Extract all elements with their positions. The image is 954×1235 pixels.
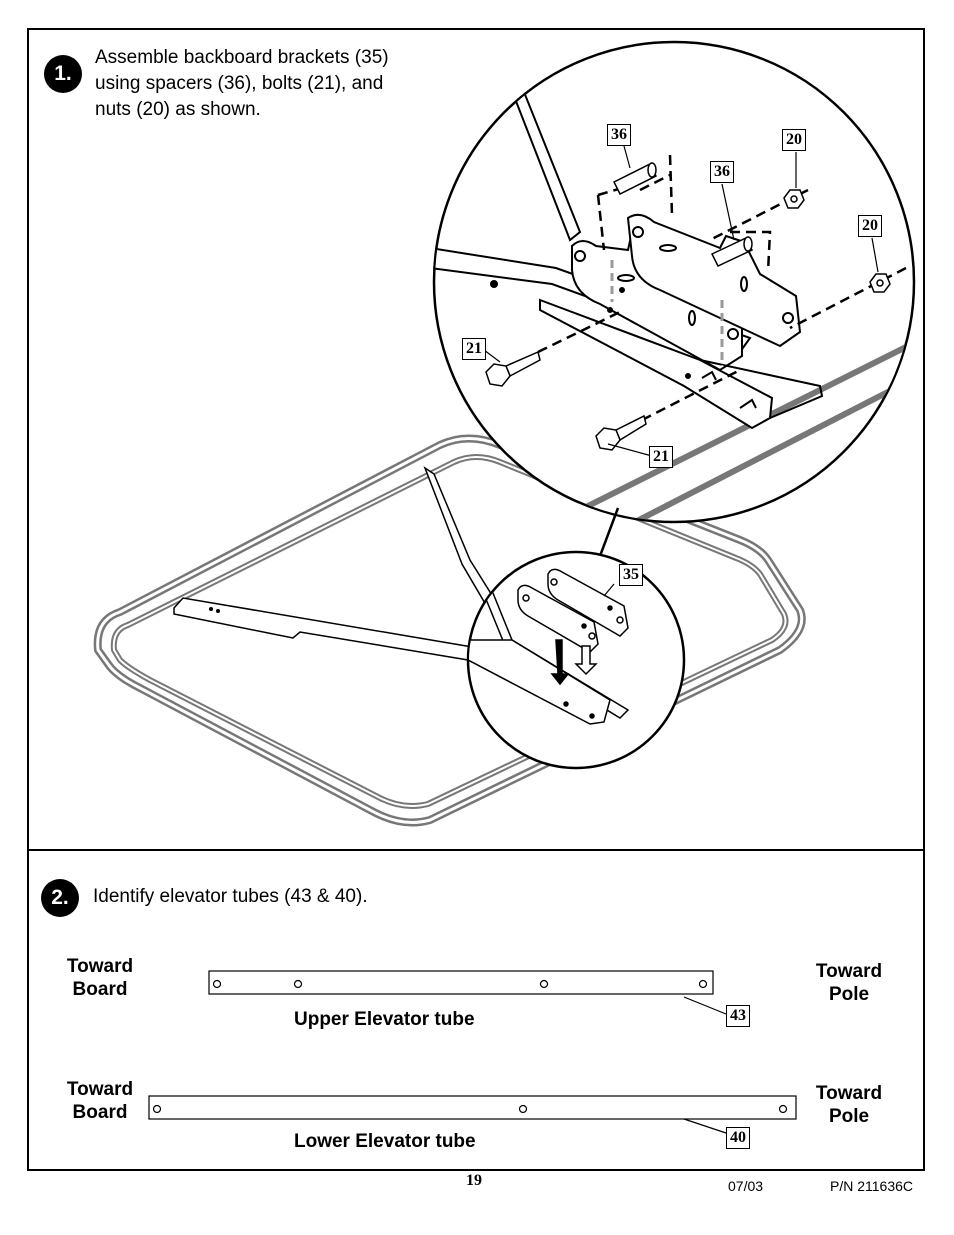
lower-elevator-tube-name: Lower Elevator tube [294,1131,476,1152]
step-1-line-1: Assemble backboard brackets (35) [95,47,389,68]
footer-part-number: P/N 211636C [830,1178,914,1194]
bolt-21-b [595,414,647,451]
step-1-badge: 1. [44,55,82,93]
callout-nut-20-a: 20 [782,129,806,151]
callout-spacer-36-b: 36 [710,161,734,183]
spacer-36-b [710,236,754,267]
callout-upper-tube-43: 43 [726,1005,750,1027]
step-1-illustration [93,40,916,827]
upper-right-label-line2: Pole [828,984,870,1005]
lower-tube-left-label: Toward Board [58,1078,142,1124]
spacer-36-a [612,162,658,196]
footer-date: 07/03 [728,1178,764,1194]
upper-tube-right-label: Toward Pole [806,960,892,1006]
upper-left-label-line2: Board [72,979,128,1000]
step-2-badge: 2. [41,879,79,917]
step-1-instructions: Assemble backboard brackets (35) using s… [95,45,389,123]
upper-right-label-line1: Toward [815,961,883,982]
callout-bolt-21-b: 21 [649,446,673,468]
step-2-panel [27,849,925,1171]
bolt-21-a [485,350,541,387]
step-1-line-3: nuts (20) as shown. [95,99,261,120]
lower-right-label-line1: Toward [815,1083,883,1104]
upper-elevator-tube-name: Upper Elevator tube [294,1009,475,1030]
step-1-line-2: using spacers (36), bolts (21), and [95,73,384,94]
lower-left-label-line2: Board [72,1102,128,1123]
callout-nut-20-b: 20 [858,215,882,237]
upper-elevator-tube-drawing [208,970,727,1015]
step-2-instructions: Identify elevator tubes (43 & 40). [93,886,368,907]
lower-right-label-line2: Pole [828,1106,870,1127]
callout-bolt-21-a: 21 [462,338,486,360]
nut-20-a [783,189,805,209]
page-number: 19 [466,1172,482,1189]
callout-spacer-36-a: 36 [607,124,631,146]
lower-left-label-line1: Toward [66,1079,134,1100]
callout-lower-tube-40: 40 [726,1127,750,1149]
callout-bracket-35: 35 [619,564,643,586]
upper-tube-left-label: Toward Board [58,955,142,1001]
lower-tube-right-label: Toward Pole [806,1082,892,1128]
nut-20-b [869,273,891,293]
upper-left-label-line1: Toward [66,956,134,977]
lower-elevator-tube-drawing [148,1095,797,1134]
